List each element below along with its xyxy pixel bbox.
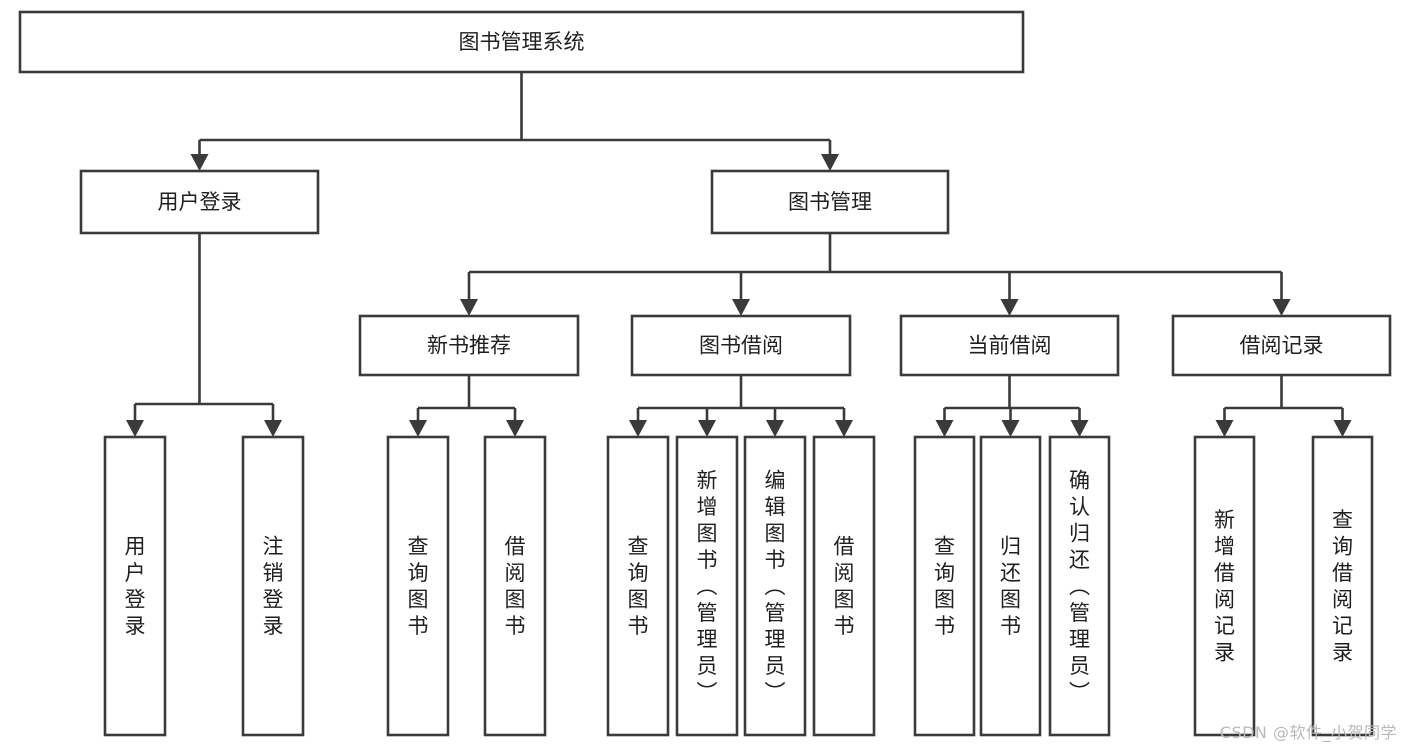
leaf-node-4[interactable]: 借阅图书 <box>483 435 547 737</box>
leaf-node-label: 借阅图书 <box>505 535 526 639</box>
leaf-node-box[interactable] <box>103 435 167 737</box>
bookmgmt-to-level3-arrowhead-4 <box>1272 299 1291 316</box>
level3-3-to-leaves-arrowhead-2 <box>1001 420 1020 437</box>
level3-node-box[interactable] <box>358 314 580 377</box>
leaf-node-box[interactable] <box>241 435 305 737</box>
leaf-node-label: 归还图书 <box>1000 535 1021 639</box>
bookmgmt-to-level3-arrowhead-1 <box>460 299 478 316</box>
level3-node-box[interactable] <box>899 314 1120 377</box>
root-to-level2-arrowhead-2 <box>821 154 839 171</box>
leaf-node-13[interactable]: 查询借阅记录 <box>1311 435 1374 737</box>
leaf-node-label: 查询图书 <box>408 535 429 639</box>
leaf-node-box[interactable] <box>913 435 976 737</box>
leaf-node-11[interactable]: 确认归还︵管理员︶ <box>1048 435 1111 737</box>
root-node-1[interactable]: 图书管理系统 <box>18 10 1025 74</box>
level3-1-to-leaves-arrowhead-1 <box>409 420 427 437</box>
level3-node-label: 新书推荐 <box>427 334 511 358</box>
leaf-node-label: 编辑图书︵管理员︶ <box>765 468 786 704</box>
level3-3-to-leaves-arrowhead-1 <box>935 420 954 437</box>
leaf-node-box[interactable] <box>979 435 1042 737</box>
level2-node-box[interactable] <box>710 169 950 235</box>
leaf-node-label: 新增借阅记录 <box>1214 508 1235 665</box>
leaf-node-label: 新增图书︵管理员︶ <box>697 468 718 704</box>
bookmgmt-to-level3-arrowhead-3 <box>1000 299 1019 316</box>
userlogin-to-leaves-arrowhead-1 <box>126 420 144 437</box>
connector-layer <box>126 72 1352 437</box>
leaf-node-9[interactable]: 查询图书 <box>913 435 976 737</box>
leaf-node-label: 确认归还︵管理员︶ <box>1069 468 1090 704</box>
level3-node-2[interactable]: 图书借阅 <box>630 314 852 377</box>
leaf-node-8[interactable]: 借阅图书 <box>812 435 876 737</box>
userlogin-to-leaves-arrowhead-2 <box>264 420 282 437</box>
leaf-node-box[interactable] <box>1193 435 1256 737</box>
leaf-node-3[interactable]: 查询图书 <box>386 435 450 737</box>
level3-node-label: 当前借阅 <box>968 334 1052 358</box>
leaf-node-12[interactable]: 新增借阅记录 <box>1193 435 1256 737</box>
level3-4-to-leaves-arrowhead-1 <box>1215 420 1234 437</box>
root-node-box[interactable] <box>18 10 1025 74</box>
bookmgmt-to-level3-arrowhead-2 <box>732 299 750 316</box>
level3-2-to-leaves-arrowhead-3 <box>766 420 784 437</box>
leaf-node-1[interactable]: 用户登录 <box>103 435 167 737</box>
leaf-node-box[interactable] <box>812 435 876 737</box>
leaf-node-6[interactable]: 新增图书︵管理员︶ <box>675 435 739 737</box>
leaf-node-label: 用户登录 <box>125 535 146 639</box>
leaf-node-box[interactable] <box>743 435 807 737</box>
level3-node-label: 图书借阅 <box>699 334 783 358</box>
level3-node-box[interactable] <box>630 314 852 377</box>
leaf-node-label: 注销登录 <box>263 535 284 639</box>
level3-node-3[interactable]: 当前借阅 <box>899 314 1120 377</box>
level3-node-1[interactable]: 新书推荐 <box>358 314 580 377</box>
leaf-node-label: 借阅图书 <box>834 535 855 639</box>
leaf-node-box[interactable] <box>386 435 450 737</box>
leaf-node-box[interactable] <box>675 435 739 737</box>
leaf-node-label: 查询借阅记录 <box>1332 508 1353 665</box>
level3-node-box[interactable] <box>1171 314 1392 377</box>
leaf-node-label: 查询图书 <box>628 535 649 639</box>
level3-node-label: 借阅记录 <box>1240 334 1324 358</box>
leaf-node-box[interactable] <box>483 435 547 737</box>
level3-3-to-leaves-arrowhead-3 <box>1070 420 1089 437</box>
leaf-node-label: 查询图书 <box>934 535 955 639</box>
level2-node-box[interactable] <box>79 169 320 235</box>
leaf-node-5[interactable]: 查询图书 <box>606 435 670 737</box>
leaf-node-10[interactable]: 归还图书 <box>979 435 1042 737</box>
level2-node-2[interactable]: 图书管理 <box>710 169 950 235</box>
level3-node-4[interactable]: 借阅记录 <box>1171 314 1392 377</box>
level2-node-label: 图书管理 <box>788 190 872 214</box>
root-to-level2-arrowhead-1 <box>190 154 209 171</box>
leaf-node-box[interactable] <box>606 435 670 737</box>
level2-node-1[interactable]: 用户登录 <box>79 169 320 235</box>
leaf-node-2[interactable]: 注销登录 <box>241 435 305 737</box>
node-layer: 图书管理系统用户登录图书管理新书推荐图书借阅当前借阅借阅记录用户登录注销登录查询… <box>18 10 1392 737</box>
leaf-node-box[interactable] <box>1048 435 1111 737</box>
level3-4-to-leaves-arrowhead-2 <box>1333 420 1352 437</box>
leaf-node-7[interactable]: 编辑图书︵管理员︶ <box>743 435 807 737</box>
level3-2-to-leaves-arrowhead-4 <box>835 420 853 437</box>
level3-2-to-leaves-arrowhead-1 <box>629 420 647 437</box>
level3-2-to-leaves-arrowhead-2 <box>698 420 716 437</box>
leaf-node-box[interactable] <box>1311 435 1374 737</box>
root-node-label: 图书管理系统 <box>459 30 585 54</box>
level2-node-label: 用户登录 <box>158 190 242 214</box>
level3-1-to-leaves-arrowhead-2 <box>506 420 524 437</box>
